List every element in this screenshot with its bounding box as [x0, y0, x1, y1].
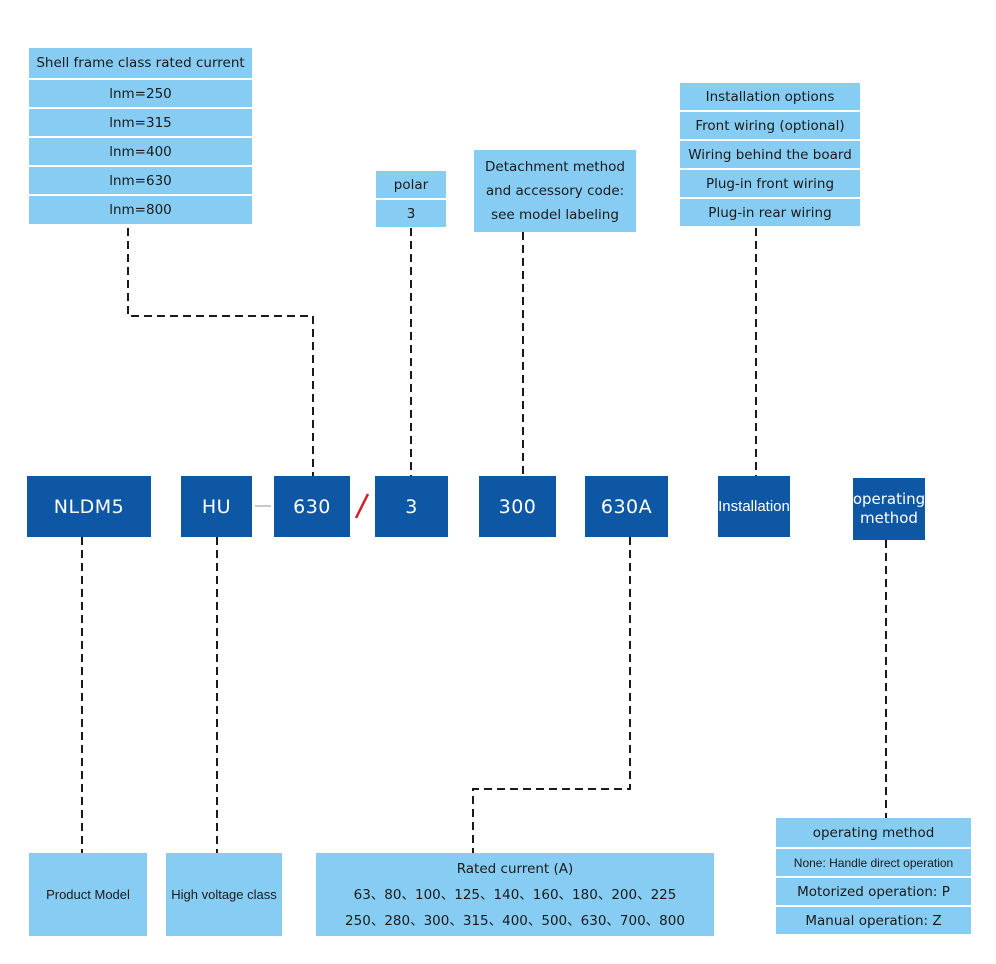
- product-model-box: Product Model: [29, 853, 147, 936]
- model-box-frame: 630: [274, 476, 350, 537]
- detachment-line: see model labeling: [491, 207, 619, 223]
- model-box-hu: HU: [181, 476, 252, 537]
- rated-current-header: Rated current (A): [456, 860, 574, 877]
- frame-class-option: lnm=630: [29, 167, 252, 194]
- rated-current-row: 63、80、100、125、140、160、180、200、225: [353, 886, 677, 903]
- model-box-nldm5: NLDM5: [27, 476, 151, 537]
- polar-value: 3: [376, 200, 446, 227]
- operating-method-list: operating method None: Handle direct ope…: [776, 818, 971, 934]
- operating-method-line: method: [860, 509, 918, 527]
- model-box-operating-method: operating method: [853, 478, 925, 540]
- rated-current-row: 250、280、300、315、400、500、630、700、800: [345, 912, 685, 929]
- frame-class-list: Shell frame class rated current lnm=250 …: [29, 48, 252, 224]
- model-box-installation: Installation: [718, 476, 790, 537]
- detachment-line: Detachment method: [485, 159, 625, 175]
- operating-method-option: Manual operation: Z: [776, 907, 971, 934]
- installation-option: Front wiring (optional): [680, 112, 860, 139]
- operating-method-option: None: Handle direct operation: [776, 849, 971, 876]
- connector-frame-class: [127, 228, 314, 476]
- rated-current-box: Rated current (A) 63、80、100、125、140、160、…: [316, 853, 714, 936]
- frame-class-option: lnm=250: [29, 80, 252, 107]
- operating-method-header: operating method: [776, 818, 971, 847]
- operating-method-option: Motorized operation: P: [776, 878, 971, 905]
- voltage-class-box: High voltage class: [166, 853, 282, 936]
- polar-header: polar: [376, 171, 446, 198]
- installation-option: Plug-in rear wiring: [680, 199, 860, 226]
- detachment-box: Detachment method and accessory code: se…: [474, 150, 636, 232]
- separator-dash: [255, 505, 271, 507]
- installation-options-list: Installation options Front wiring (optio…: [680, 83, 860, 226]
- polar-list: polar 3: [376, 171, 446, 227]
- frame-class-option: lnm=400: [29, 138, 252, 165]
- frame-class-option: lnm=800: [29, 196, 252, 224]
- connector-rated-current: [472, 537, 631, 853]
- frame-class-header: Shell frame class rated current: [29, 48, 252, 78]
- installation-option: Plug-in front wiring: [680, 170, 860, 197]
- installation-options-header: Installation options: [680, 83, 860, 110]
- separator-slash: [354, 493, 370, 519]
- model-box-current: 630A: [585, 476, 668, 537]
- model-box-poles: 3: [375, 476, 448, 537]
- model-box-accessory: 300: [479, 476, 556, 537]
- frame-class-option: lnm=315: [29, 109, 252, 136]
- installation-option: Wiring behind the board: [680, 141, 860, 168]
- operating-method-line: operating: [852, 490, 926, 508]
- detachment-line: and accessory code:: [485, 183, 625, 199]
